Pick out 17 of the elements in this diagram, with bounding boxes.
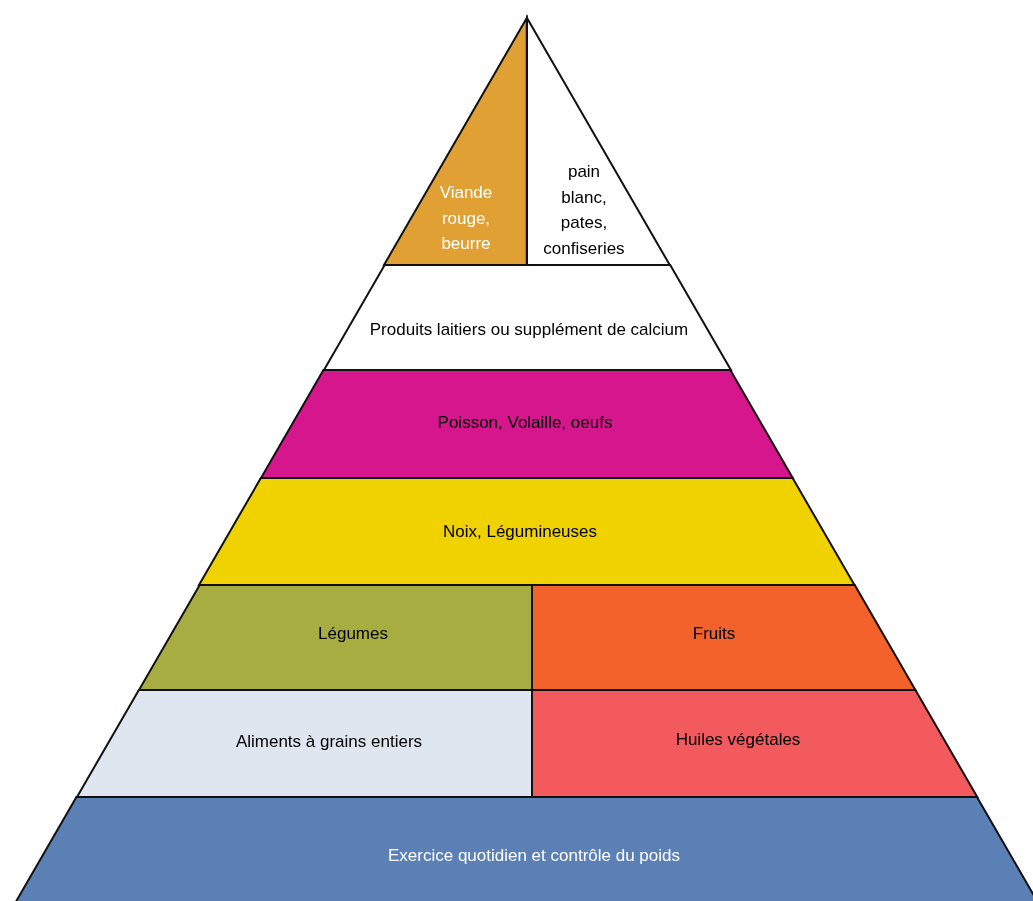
pyramid-tier [532, 585, 916, 690]
pyramid-tier [76, 690, 532, 797]
tier-label: pain blanc, pates, confiseries [543, 161, 625, 260]
pyramid-tier [261, 370, 793, 478]
tier-label: Fruits [691, 623, 737, 646]
tier-label: Huiles végétales [674, 729, 802, 752]
tier-label: Poisson, Volaille, oeufs [436, 412, 614, 435]
tier-label: Noix, Légumineuses [441, 521, 598, 544]
pyramid-tier [14, 797, 1033, 901]
tier-label: Aliments à grains entiers [234, 731, 424, 754]
tier-label: Légumes [317, 623, 389, 646]
tier-label: Viande rouge, beurre [438, 181, 494, 255]
pyramid-tier [138, 585, 532, 690]
pyramid-tier [199, 478, 855, 585]
tier-label: Exercice quotidien et contrôle du poids [386, 845, 681, 868]
tier-label: Produits laitiers ou supplément de calcium [369, 319, 689, 342]
pyramid-tier [323, 265, 731, 370]
